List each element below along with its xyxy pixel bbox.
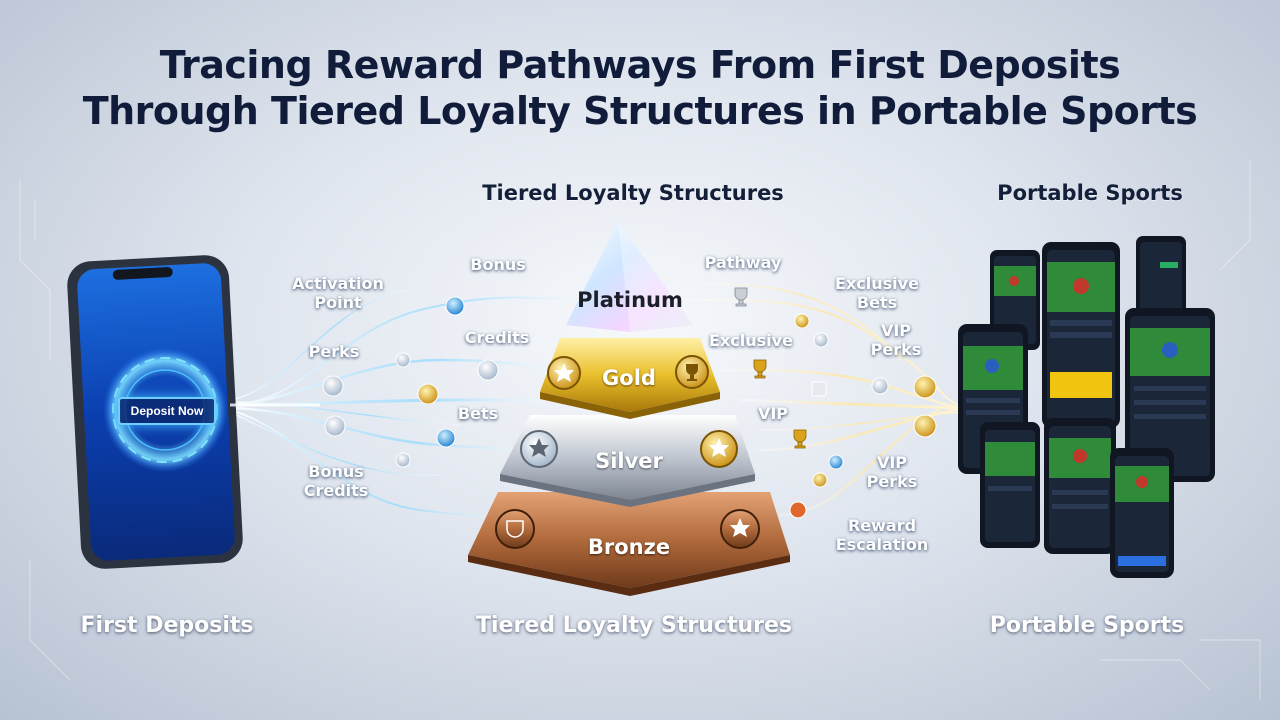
label-vip-perks-bottom: VIP Perks: [866, 453, 918, 491]
title-line-2: Through Tiered Loyalty Structures in Por…: [82, 89, 1198, 133]
tier-bronze-block: [468, 492, 790, 588]
sports-phone: [1136, 236, 1186, 320]
tier-label-platinum: Platinum: [577, 288, 683, 312]
tier-silver-block: [500, 415, 755, 500]
sports-phone: [1042, 242, 1120, 428]
loyalty-pyramid: [468, 222, 790, 596]
tier-platinum-block: [566, 222, 693, 332]
section-label-first-deposits: First Deposits: [80, 613, 254, 638]
sports-phone: [980, 422, 1040, 548]
circuit-decoration: [19, 160, 1261, 700]
label-activation-point: Activation Point: [292, 274, 384, 312]
section-label-portable-top: Portable Sports: [997, 181, 1183, 205]
section-label-portable-bottom: Portable Sports: [989, 613, 1185, 638]
tier-label-gold: Gold: [602, 366, 656, 390]
label-bets: Bets: [457, 404, 499, 423]
deposit-now-button[interactable]: Deposit Now: [118, 397, 216, 425]
label-vip-perks-top: VIP Perks: [870, 321, 922, 359]
title-line-1: Tracing Reward Pathways From First Depos…: [159, 43, 1121, 87]
sports-phone: [1110, 448, 1174, 578]
label-bonus: Bonus: [470, 255, 526, 274]
label-vip: VIP: [757, 404, 789, 423]
sports-phone: [1125, 308, 1215, 482]
tier-gold-block: [540, 338, 720, 412]
label-perks: Perks: [308, 342, 360, 361]
reward-coins: [322, 296, 937, 519]
label-pathway: Pathway: [704, 253, 782, 272]
section-label-tiered-top: Tiered Loyalty Structures: [482, 181, 784, 205]
label-bonus-credits: Bonus Credits: [303, 462, 369, 500]
sports-phone: [1044, 418, 1116, 554]
tier-label-silver: Silver: [595, 449, 663, 473]
sports-phone-cluster: [958, 236, 1215, 578]
shield-medal-icon: [495, 509, 535, 549]
trophy-icons: [734, 287, 807, 449]
section-label-tiered-bottom: Tiered Loyalty Structures: [476, 613, 792, 638]
label-exclusive-bets: Exclusive Bets: [835, 274, 919, 312]
label-exclusive: Exclusive: [709, 331, 793, 350]
page-title: Tracing Reward Pathways From First Depos…: [40, 42, 1240, 134]
label-credits: Credits: [464, 328, 530, 347]
tier-label-bronze: Bronze: [587, 535, 671, 559]
label-reward-escalation: Reward Escalation: [835, 516, 929, 554]
